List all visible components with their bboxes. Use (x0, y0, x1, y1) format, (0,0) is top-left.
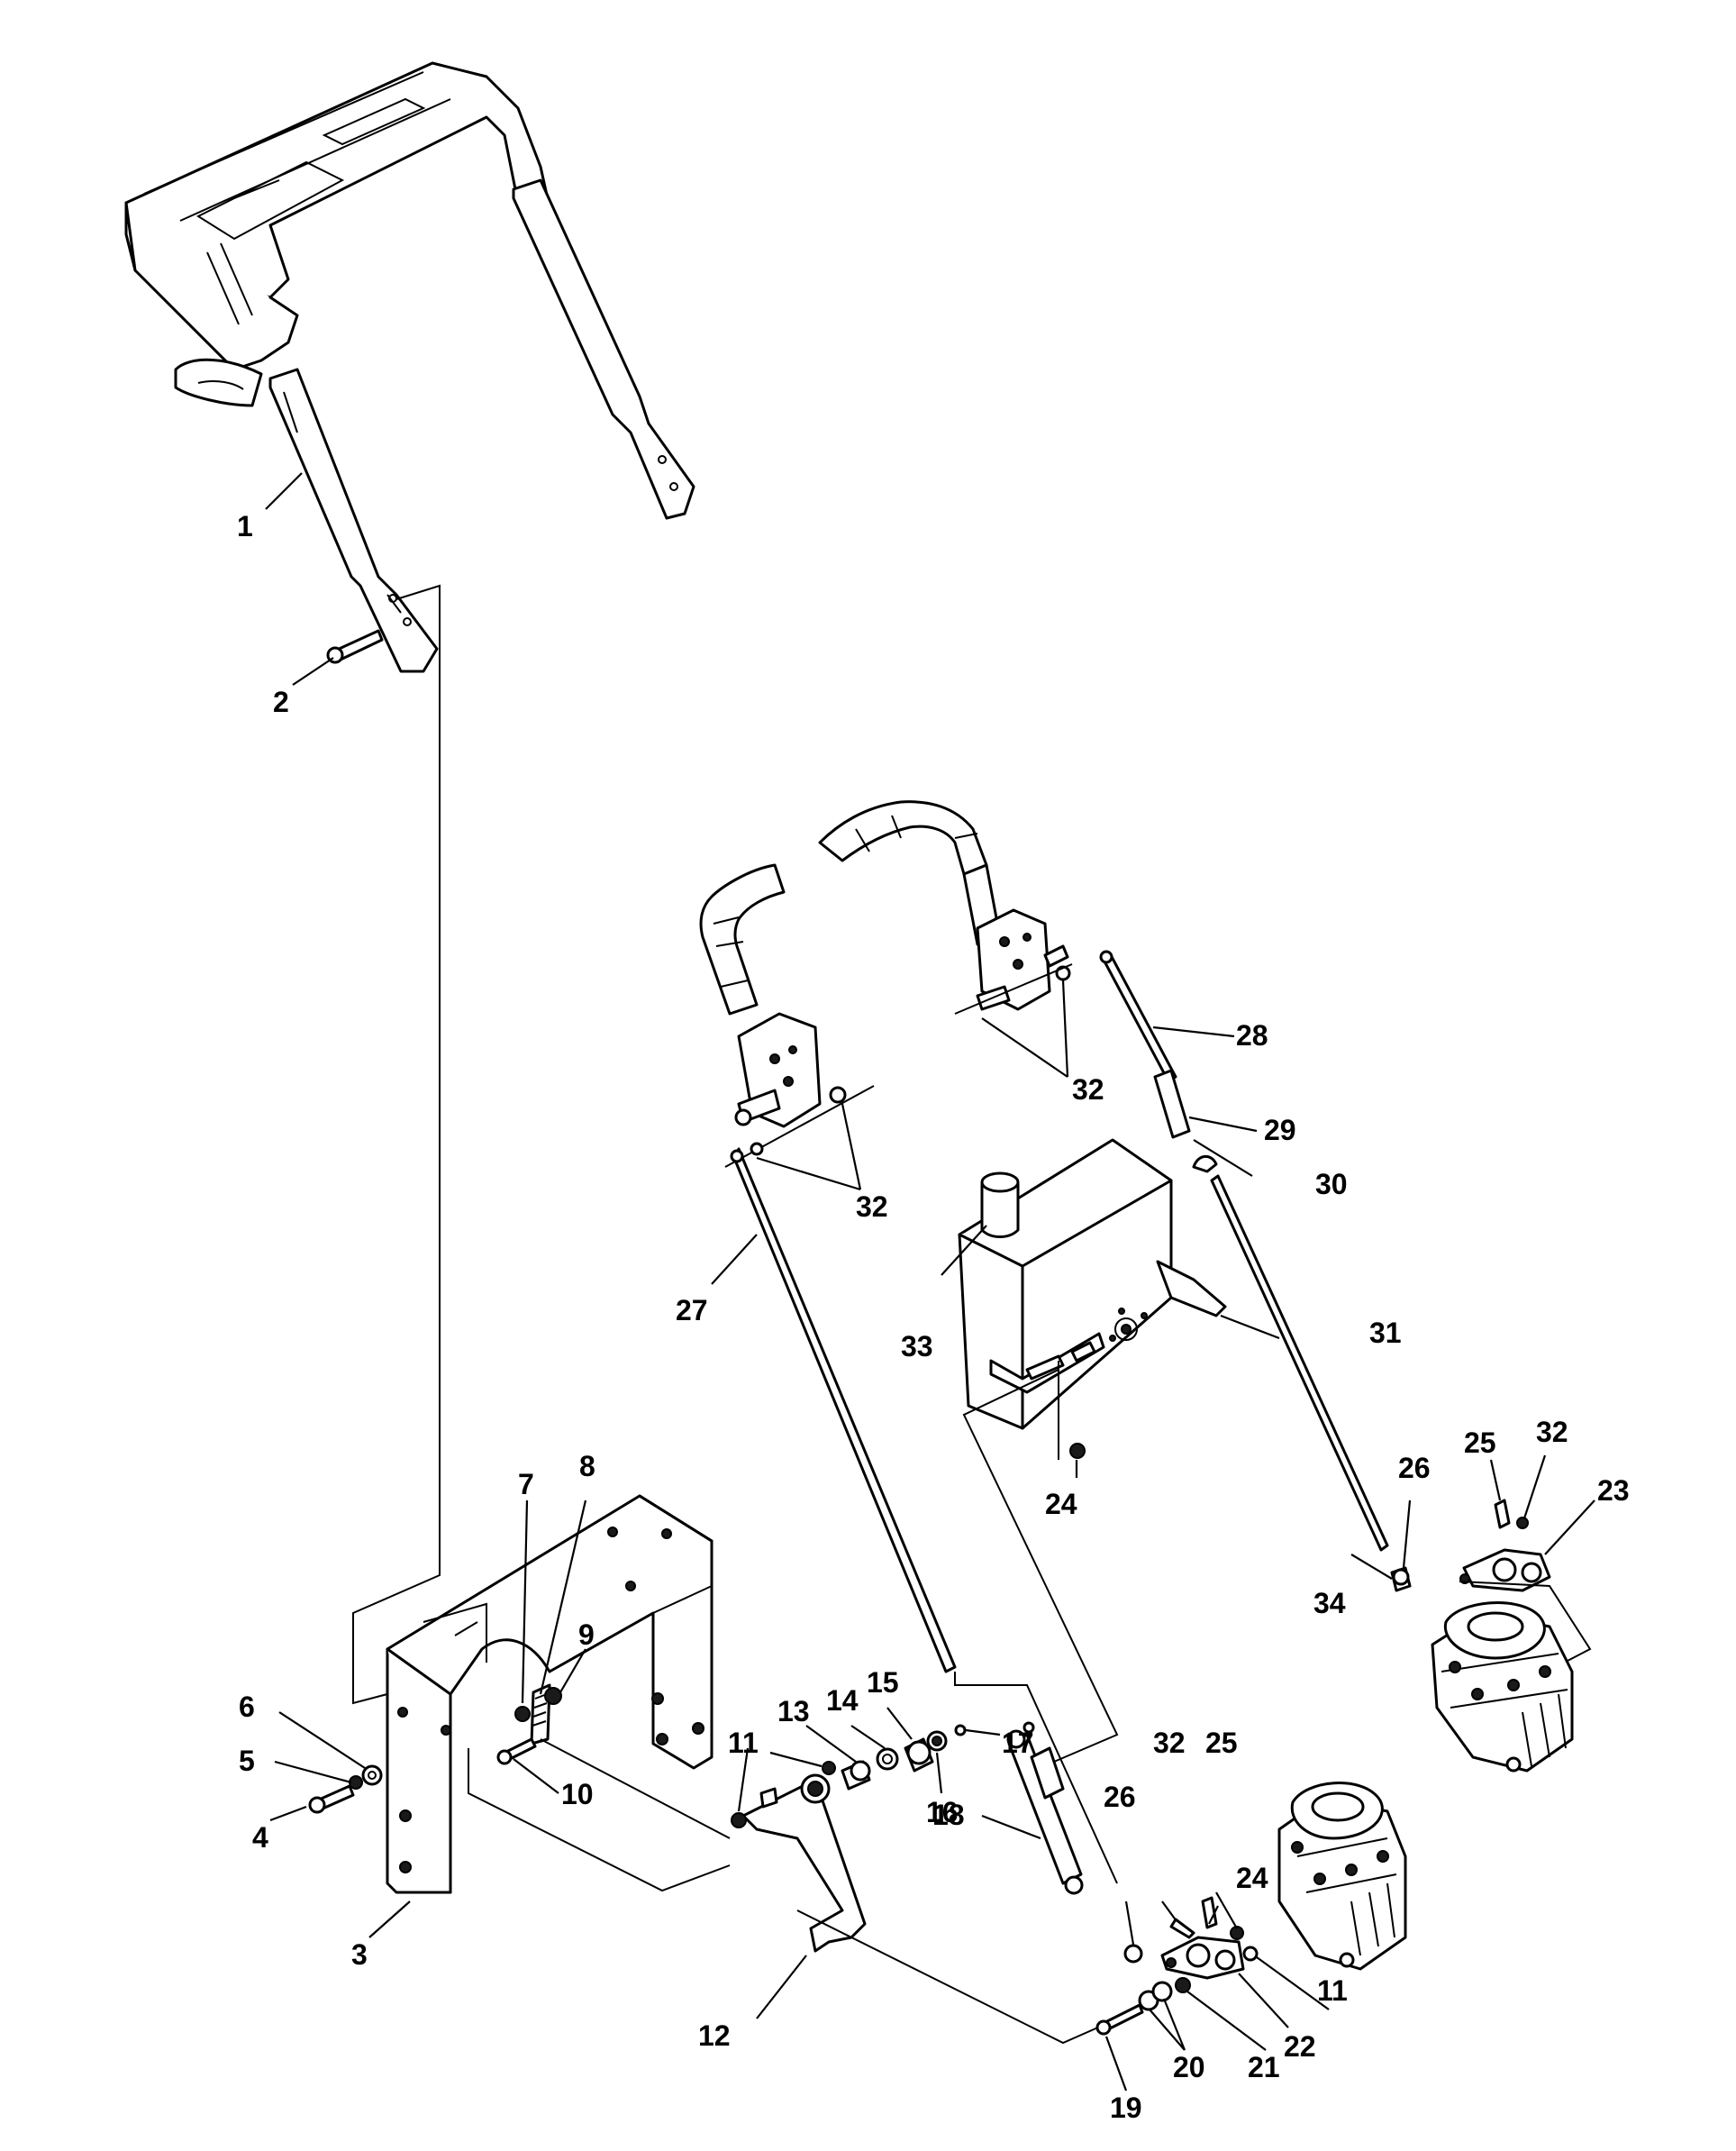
guide-line-18-19 (796, 1909, 1109, 2045)
callout-7: 7 (518, 1468, 534, 1500)
callout-32-grip-right: 32 (1072, 1073, 1104, 1106)
callout-labels: 1 2 3 4 5 6 7 8 9 10 11 11 12 13 14 15 1… (237, 510, 1630, 2124)
part-27-left-rod (730, 1142, 957, 1673)
callout-6: 6 (239, 1691, 255, 1723)
callout-11-right: 11 (1317, 1974, 1348, 2007)
callout-4: 4 (252, 1821, 268, 1854)
callout-12: 12 (698, 2019, 731, 2052)
callout-16: 16 (926, 1796, 959, 1828)
hydraulic-pump-upper (1431, 1601, 1574, 1773)
callout-9: 9 (578, 1618, 595, 1651)
parts-28-31-right-rod (1099, 950, 1389, 1552)
callout-25-lower: 25 (1205, 1727, 1238, 1759)
callout-28: 28 (1236, 1019, 1268, 1052)
part-18-gas-spring (1006, 1721, 1084, 1895)
guide-line-bracket-lever (468, 1748, 731, 1892)
guide-line-32-upper (954, 963, 1073, 1015)
guide-line-spring (540, 1738, 731, 1839)
parts-23-34-linkage-upper (1390, 1499, 1551, 1592)
callout-29: 29 (1264, 1114, 1296, 1146)
hand-grip-loop (699, 800, 1071, 1128)
part-24-upper-nut (1069, 1443, 1086, 1459)
callout-5: 5 (239, 1745, 255, 1777)
callout-27: 27 (676, 1294, 708, 1326)
parts-7-8-9-10-spring-hardware (496, 1683, 562, 1765)
callout-34: 34 (1313, 1587, 1346, 1619)
part-12-lever-arm (731, 1773, 867, 1953)
callout-15: 15 (867, 1666, 899, 1699)
callout-26-upper: 26 (1398, 1452, 1431, 1484)
callout-33: 33 (901, 1330, 933, 1363)
parts-11-to-17-bushings (822, 1724, 967, 1791)
callout-1: 1 (237, 510, 253, 542)
guide-line-tank (962, 1361, 1119, 1763)
callout-18: 18 (932, 1799, 965, 1831)
parts-4-5-6-bolt-washer (308, 1764, 383, 1814)
callout-11-left: 11 (728, 1727, 759, 1759)
parts-19-26-linkage-lower (1095, 1896, 1259, 2036)
callout-17: 17 (1002, 1727, 1034, 1759)
callout-21: 21 (1248, 2051, 1280, 2083)
callout-25-upper: 25 (1464, 1426, 1496, 1459)
callout-31: 31 (1369, 1317, 1402, 1349)
callout-24-lower: 24 (1236, 1862, 1268, 1894)
leader-lines (265, 472, 1595, 2092)
callout-13: 13 (777, 1695, 810, 1727)
callout-19: 19 (1110, 2092, 1142, 2124)
callout-10: 10 (561, 1778, 594, 1810)
part-33-tank (958, 1138, 1227, 1430)
guide-line-32-lower (724, 1085, 875, 1168)
part-2-bolt (326, 629, 384, 664)
callout-32-upper-right: 32 (1536, 1416, 1568, 1448)
callout-30: 30 (1315, 1168, 1348, 1200)
hydraulic-pump-lower (1277, 1782, 1407, 1971)
part-3-mounting-bracket (386, 1494, 713, 1894)
callout-24-upper: 24 (1045, 1488, 1077, 1520)
callout-2: 2 (273, 686, 289, 718)
callout-3: 3 (351, 1938, 368, 1971)
callout-32-grip-left: 32 (856, 1190, 888, 1223)
callout-23: 23 (1597, 1474, 1630, 1507)
callout-22: 22 (1284, 2030, 1316, 2063)
callout-20: 20 (1173, 2051, 1205, 2083)
callout-26-lower: 26 (1104, 1781, 1136, 1813)
guide-line-handle (352, 584, 441, 1705)
handle-console-assembly (124, 61, 695, 673)
callout-14: 14 (826, 1684, 859, 1717)
callout-32-lower: 32 (1153, 1727, 1186, 1759)
callout-8: 8 (579, 1450, 595, 1482)
guide-line-rod-27 (954, 1672, 1118, 1884)
